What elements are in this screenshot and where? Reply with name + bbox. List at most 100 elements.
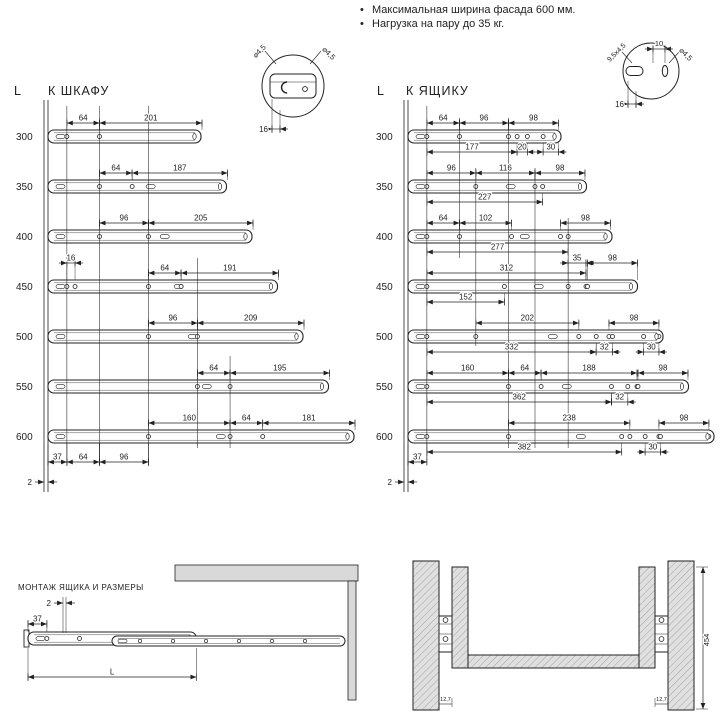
drawer-title: К ЯЩИКУ [406,84,469,98]
dimension: 64 [66,451,100,466]
thickness-dim-value: 12,7 [656,697,667,703]
length-value: 600 [376,432,393,443]
dim-value: 362 [513,393,527,402]
length-value: 300 [376,132,393,143]
dimension: 188 [540,362,638,377]
dimension: 202 [475,312,580,327]
dim-value: 277 [491,243,505,252]
rail-slot [55,384,66,389]
length-value: 350 [16,182,33,193]
offset-dim-value: 2 [28,478,33,487]
rail-body [407,129,562,144]
length-value: 500 [376,332,393,343]
drawer-diagram-rail-500 [407,329,664,344]
rail-hole [635,384,641,389]
rail-hole [538,384,544,389]
depth-dim-value: 16 [615,100,624,109]
slide-cross-section [438,615,453,653]
rail-hole [576,334,582,339]
rail-hole [44,636,50,641]
rail-hole [260,434,266,439]
rail-body [47,429,355,444]
rail-body [47,279,279,294]
rail-body [407,429,715,444]
dimension: 238 [508,412,631,427]
rail-slot [519,234,530,239]
dimension: 160 [148,412,231,427]
dimension: 201 [99,112,203,127]
length-value: 550 [16,382,33,393]
rail-oval-hole [603,233,608,240]
rail-oval-hole [628,283,634,290]
oval-hole [661,65,669,77]
cabinet-diagram-rail-500 [47,329,304,344]
rail-slot [415,384,426,389]
cabinet-diagram-rail-350 [47,179,228,194]
dimension: 16 [58,252,84,267]
rail-slot [159,234,170,239]
dimension: 96 [426,162,477,177]
drawer-axis-label: L [377,84,384,98]
dimension: 191 [180,262,279,277]
height-dim-value: 454 [702,634,711,647]
rail-hole [178,284,184,289]
rail-oval-hole [294,333,299,340]
rail-oval-hole [705,433,710,440]
rail-oval-hole [654,333,659,340]
rail-hole [540,184,546,189]
dim-value: 205 [194,214,208,223]
dim-value: 160 [461,364,475,373]
dim-value: L [110,668,115,677]
rail-hole [269,638,275,644]
rail-hole [593,334,599,339]
dim-value: 177 [465,143,479,152]
dim-value: 64 [439,114,448,123]
dimension [620,100,644,108]
rail-hole [509,234,514,239]
rail-hole [203,638,209,644]
dim-value: 30 [546,143,555,152]
rail-hole [627,434,633,439]
slot-size-label: 9,5x4,5 [606,42,627,63]
rail-oval-hole [345,433,350,440]
length-value: 400 [16,232,33,243]
rail-slot [575,434,586,439]
drawer-diagram-rail-400 [407,229,613,244]
dim-value: 32 [615,393,624,402]
dim-value: 102 [479,214,493,223]
leader-line [621,51,633,64]
rail-hole [72,284,78,289]
cabinet-hole-detail: ⌀4,5⌀4,516 [250,42,339,136]
dimension: 102 [459,212,512,227]
dim-value: 98 [679,414,688,423]
rail-slot [55,134,66,139]
rail-hole [540,134,546,139]
rail-body [111,635,346,647]
dim-value: 209 [244,314,258,323]
dimension: 98 [560,212,611,227]
dim-value: 312 [500,264,514,273]
dimension: 96 [99,212,149,227]
hole-diameter-label: ⌀4,5 [677,46,694,63]
rail-slot [415,184,426,189]
dimension [645,45,673,53]
screw-head [442,636,449,642]
dimension: 205 [148,212,254,227]
dimension: 116 [475,162,536,177]
rail-oval-hole [679,383,685,390]
length-value: 450 [16,282,33,293]
dimension: 37 [407,451,428,466]
thickness-dim-value: 12,7 [440,697,451,703]
dim-value: 332 [505,343,519,352]
dim-value: 160 [183,414,197,423]
rail-hole [514,134,520,139]
rail-body [47,379,330,394]
rail-hole [558,234,563,239]
hook-bracket [280,81,288,94]
dim-value: 227 [478,193,492,202]
rail-slot [55,184,66,189]
bullet-icon: • [360,18,364,30]
